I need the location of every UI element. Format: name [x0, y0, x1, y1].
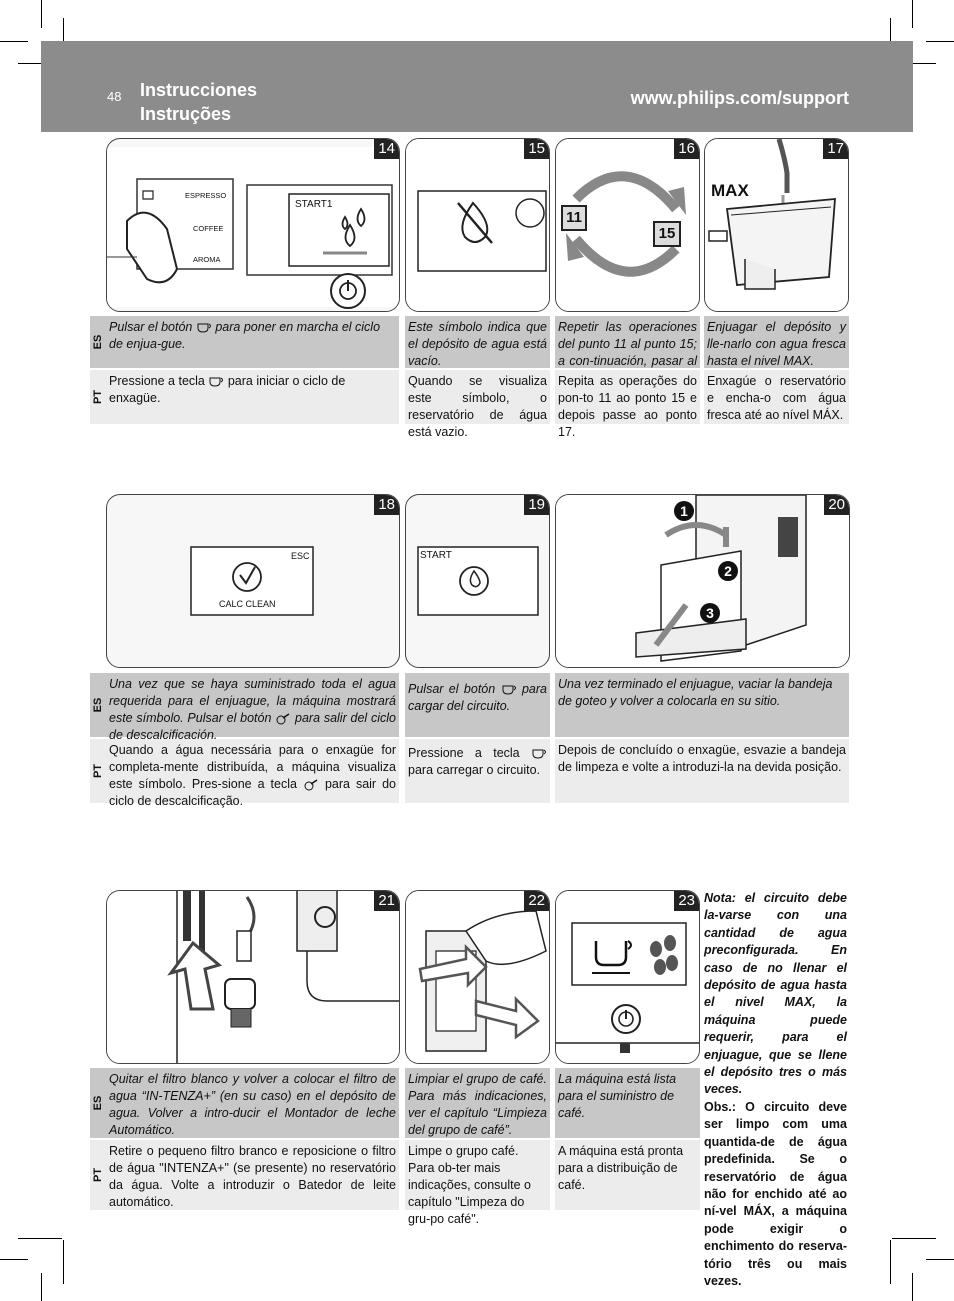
crop-mark — [892, 63, 936, 64]
step-21-text-pt: Retire o pequeno filtro branco e reposic… — [106, 1140, 399, 1210]
crop-mark — [912, 0, 913, 28]
crop-mark — [41, 1273, 42, 1301]
step-number: 18 — [374, 495, 399, 515]
crop-mark — [18, 63, 62, 64]
step-marker-1: 1 — [674, 501, 694, 521]
ready-screen-drawing — [556, 891, 699, 1063]
step-19-illustration: START 19 — [405, 494, 550, 668]
cup-memo-icon — [531, 748, 547, 760]
crop-mark — [912, 1273, 913, 1301]
lang-label-pt: PT — [90, 370, 106, 424]
step-marker-2: 2 — [718, 561, 738, 581]
step-18-text-es: Una vez que se haya suministrado toda el… — [106, 673, 399, 742]
screen-start1: START1 — [295, 199, 333, 210]
max-label: MAX — [711, 181, 749, 200]
crop-mark — [890, 1240, 891, 1284]
rinse-note-es: Nota: el circuito debe la-varse con una … — [704, 891, 847, 1097]
rinse-note: Nota: el circuito debe la-varse con una … — [704, 890, 847, 1290]
step-18-illustration: ESC CALC CLEAN 18 — [106, 494, 400, 668]
step-16-text-pt: Repita as operações do pon-to 11 ao pont… — [555, 370, 700, 439]
support-url[interactable]: www.philips.com/support — [630, 88, 849, 108]
step-22-illustration: 22 — [405, 890, 550, 1064]
lang-label-es: ES — [90, 1068, 106, 1138]
crop-mark — [0, 41, 28, 42]
crop-mark — [18, 1238, 62, 1239]
cup-memo-icon — [196, 322, 212, 334]
calc-clean-screen-drawing — [190, 546, 314, 616]
step-19-text-pt: Pressione a tecla para carregar o circui… — [405, 739, 550, 803]
menu-espresso: ESPRESSO — [185, 191, 227, 200]
esc-label: ESC — [291, 551, 310, 561]
menu-aroma: AROMA — [193, 255, 221, 264]
crop-mark — [926, 41, 954, 42]
step-number: 17 — [823, 139, 848, 159]
menu-coffee: COFFEE — [193, 224, 224, 233]
calc-clean-icon — [275, 713, 291, 725]
lang-label-es: ES — [90, 316, 106, 368]
crop-mark — [926, 1259, 954, 1260]
step-23-text-pt: A máquina está pronta para a distribuiçã… — [555, 1140, 700, 1210]
calc-clean-icon — [303, 779, 319, 791]
title-es: Instrucciones — [140, 80, 258, 100]
step-20-illustration: 1 2 3 20 — [555, 494, 850, 668]
step-number: 14 — [374, 139, 399, 159]
step-ref-11: 11 — [561, 205, 587, 231]
crop-mark — [890, 18, 891, 62]
step-14-text-es: Pulsar el botón para poner en marcha el … — [106, 316, 399, 368]
step-15-illustration: 15 — [405, 138, 550, 312]
step-number: 15 — [524, 139, 549, 159]
step-number: 16 — [674, 139, 699, 159]
step-15-text-es: Este símbolo indica que el depósito de a… — [405, 316, 550, 368]
start-screen-drawing — [417, 546, 539, 616]
step-marker-3: 3 — [700, 603, 720, 623]
lang-label-es: ES — [90, 673, 106, 737]
step-22-text-pt: Limpe o grupo café. Para ob-ter mais ind… — [405, 1140, 550, 1226]
calc-clean-label: CALC CLEAN — [219, 599, 276, 609]
step-16-text-es: Repetir las operaciones del punto 11 al … — [555, 316, 700, 385]
step-16-illustration: 11 15 16 — [555, 138, 700, 312]
step-19-text-es: Pulsar el botón para cargar del circuito… — [405, 673, 550, 737]
step-15-text-pt: Quando se visualiza este símbolo, o rese… — [405, 370, 550, 439]
step-20-text-es: Una vez terminado el enjuague, vaciar la… — [555, 673, 849, 737]
step-number: 19 — [524, 495, 549, 515]
step-17-illustration: MAX 17 — [704, 138, 849, 312]
crop-mark — [63, 18, 64, 62]
step-23-illustration: 23 — [555, 890, 700, 1064]
title-pt: Instruções — [140, 104, 232, 124]
step-23-text-es: La máquina está lista para el suministro… — [555, 1068, 700, 1138]
brew-group-drawing — [406, 891, 549, 1063]
crop-mark — [0, 1259, 28, 1260]
machine-panel-drawing — [107, 147, 399, 309]
step-14-illustration: ESPRESSO COFFEE AROMA START1 14 — [106, 138, 400, 312]
step-number: 20 — [824, 495, 849, 515]
empty-tank-drawing — [406, 139, 549, 311]
crop-mark — [41, 0, 42, 28]
cup-memo-icon — [208, 376, 224, 388]
step-14-text-pt: Pressione a tecla para iniciar o ciclo d… — [106, 370, 399, 424]
step-number: 23 — [674, 891, 699, 911]
step-ref-15: 15 — [653, 221, 681, 247]
page-header: 48 Instrucciones Instruções www.philips.… — [41, 41, 913, 132]
step-18-text-pt: Quando a água necessária para o enxagüe … — [106, 739, 399, 808]
step-22-text-es: Limpiar el grupo de café. Para más indic… — [405, 1068, 550, 1138]
step-21-illustration: 21 — [106, 890, 400, 1064]
milk-frother-drawing — [107, 891, 399, 1063]
step-number: 21 — [374, 891, 399, 911]
start-label: START — [420, 550, 452, 561]
step-20-text-pt: Depois de concluído o enxagüe, esvazie a… — [555, 739, 849, 803]
lang-label-pt: PT — [90, 739, 106, 803]
water-tank-drawing — [705, 139, 848, 311]
lang-label-pt: PT — [90, 1140, 106, 1210]
rinse-note-pt: Obs.: O circuito deve ser limpo com uma … — [704, 1099, 847, 1288]
step-number: 22 — [524, 891, 549, 911]
crop-mark — [892, 1238, 936, 1239]
step-21-text-es: Quitar el filtro blanco y volver a coloc… — [106, 1068, 399, 1138]
cup-memo-icon — [501, 684, 517, 696]
step-17-text-es: Enjuagar el depósito y lle-narlo con agu… — [704, 316, 849, 368]
drip-tray-drawing — [556, 495, 849, 667]
page-title: Instrucciones Instruções — [140, 78, 257, 126]
crop-mark — [63, 1240, 64, 1284]
page-number: 48 — [107, 89, 122, 104]
step-17-text-pt: Enxagúe o reservatório e encha-o com águ… — [704, 370, 849, 424]
